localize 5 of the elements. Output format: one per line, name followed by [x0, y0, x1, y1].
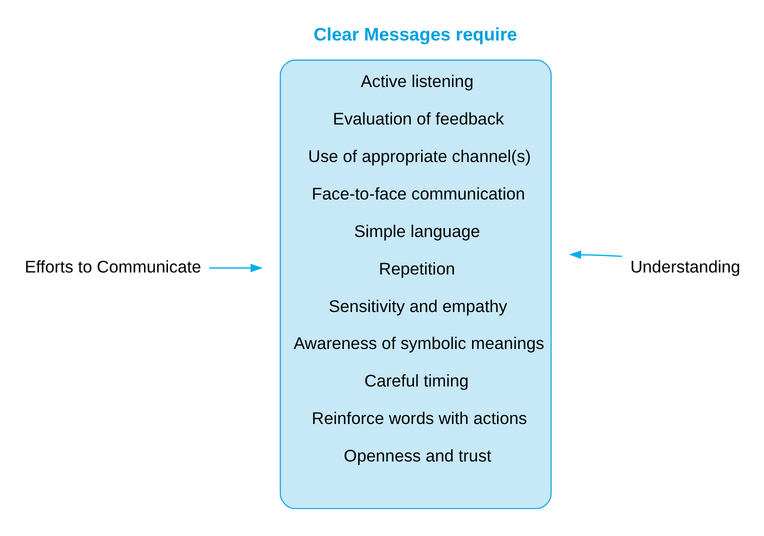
- arrow: [568, 250, 622, 259]
- arrow: [208, 264, 262, 272]
- node-label: Clear Messages require: [313, 24, 517, 45]
- node-text: Efforts to Communicate: [24, 257, 201, 276]
- node-text: Understanding: [630, 257, 740, 276]
